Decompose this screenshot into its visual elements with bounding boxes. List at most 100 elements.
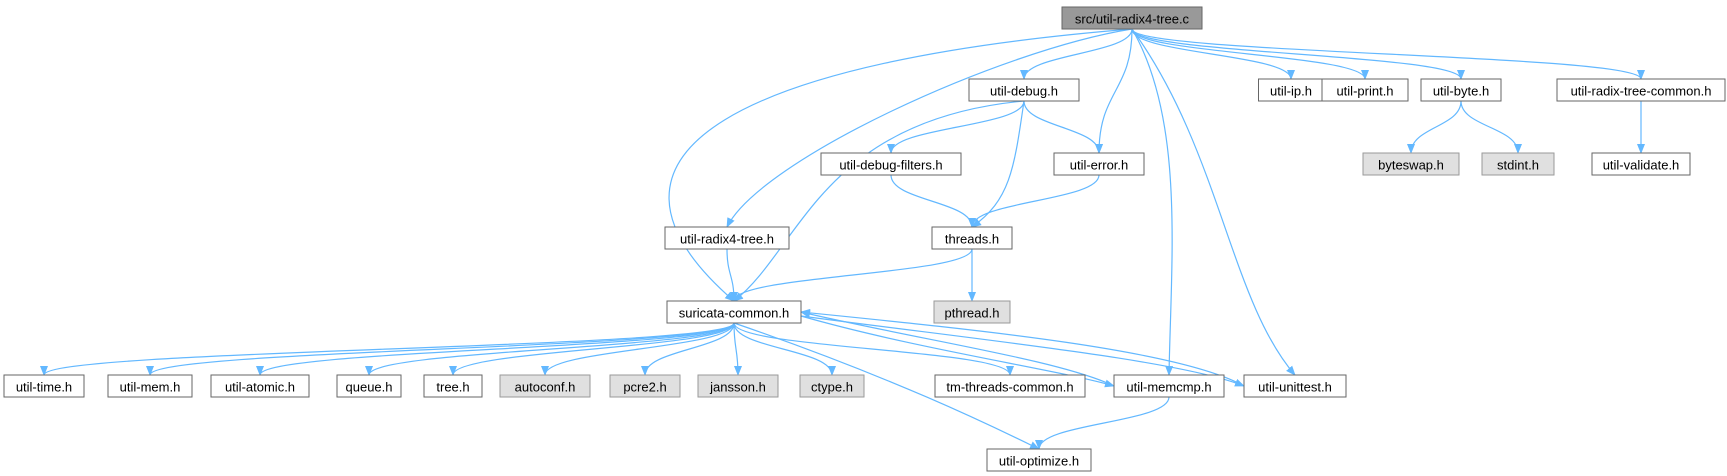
- node-label-byteswap: byteswap.h: [1378, 158, 1444, 173]
- node-box-unittest: [1243, 374, 1347, 398]
- node-ip[interactable]: util-ip.h: [1258, 78, 1324, 102]
- node-box-mem: [107, 374, 193, 398]
- node-box-time: [3, 374, 85, 398]
- edge-threads-to-suricata: [730, 248, 973, 302]
- dependency-edges: [40, 28, 1645, 450]
- node-validate[interactable]: util-validate.h: [1591, 152, 1691, 176]
- node-stdint: stdint.h: [1481, 152, 1555, 176]
- node-queue[interactable]: queue.h: [336, 374, 402, 398]
- edge-root-to-error: [1095, 28, 1133, 154]
- node-label-optimize: util-optimize.h: [999, 454, 1079, 469]
- node-label-dfilters: util-debug-filters.h: [839, 158, 942, 173]
- edge-suricata-to-atomic: [256, 322, 735, 376]
- node-rtcommon[interactable]: util-radix-tree-common.h: [1556, 78, 1726, 102]
- node-time[interactable]: util-time.h: [3, 374, 85, 398]
- node-suricata[interactable]: suricata-common.h: [666, 300, 802, 324]
- edge-suricata-to-mem: [146, 322, 735, 376]
- node-label-error: util-error.h: [1070, 158, 1129, 173]
- node-label-ctype: ctype.h: [811, 380, 853, 395]
- node-root[interactable]: src/util-radix4-tree.c: [1061, 6, 1203, 30]
- node-label-root: src/util-radix4-tree.c: [1075, 12, 1190, 27]
- edge-suricata-to-queue: [365, 322, 735, 376]
- edge-root-to-print: [1131, 28, 1369, 80]
- edge-suricata-to-optimize: [733, 322, 1040, 450]
- node-unittest[interactable]: util-unittest.h: [1243, 374, 1347, 398]
- node-byte[interactable]: util-byte.h: [1420, 78, 1502, 102]
- node-box-atomic: [210, 374, 310, 398]
- edge-root-to-radix4h: [726, 28, 1133, 228]
- node-tmthreads[interactable]: tm-threads-common.h: [934, 374, 1086, 398]
- edge-error-to-threads: [968, 174, 1100, 228]
- node-box-byteswap: [1362, 152, 1460, 176]
- node-box-pthread: [933, 300, 1011, 324]
- edge-suricata-to-tree: [449, 322, 735, 376]
- node-error[interactable]: util-error.h: [1053, 152, 1145, 176]
- node-box-radix4h: [664, 226, 790, 250]
- node-debug[interactable]: util-debug.h: [968, 78, 1080, 102]
- node-box-print: [1321, 78, 1409, 102]
- node-label-jansson: jansson.h: [709, 380, 766, 395]
- node-label-queue: queue.h: [346, 380, 393, 395]
- node-label-threads: threads.h: [945, 232, 999, 247]
- node-mem[interactable]: util-mem.h: [107, 374, 193, 398]
- file-nodes: src/util-radix4-tree.c util-debug.h util-i…: [3, 6, 1726, 472]
- node-label-ip: util-ip.h: [1270, 84, 1312, 99]
- node-box-error: [1053, 152, 1145, 176]
- node-box-rtcommon: [1556, 78, 1726, 102]
- node-optimize[interactable]: util-optimize.h: [986, 448, 1092, 472]
- edge-memcmp-to-optimize: [1035, 396, 1170, 450]
- node-label-memcmp: util-memcmp.h: [1126, 380, 1211, 395]
- node-box-queue: [336, 374, 402, 398]
- node-label-mem: util-mem.h: [120, 380, 181, 395]
- node-box-autoconf: [499, 374, 591, 398]
- node-label-time: util-time.h: [16, 380, 72, 395]
- node-label-pcre2: pcre2.h: [623, 380, 666, 395]
- edge-root-to-ip: [1131, 28, 1295, 80]
- node-box-suricata: [666, 300, 802, 324]
- node-box-ctype: [799, 374, 865, 398]
- node-tree[interactable]: tree.h: [423, 374, 483, 398]
- node-box-optimize: [986, 448, 1092, 472]
- node-print[interactable]: util-print.h: [1321, 78, 1409, 102]
- edge-debug-to-dfilters: [887, 100, 1025, 154]
- node-box-dfilters: [820, 152, 962, 176]
- edge-root-to-byte: [1131, 28, 1465, 80]
- node-label-tmthreads: tm-threads-common.h: [946, 380, 1073, 395]
- edge-byte-to-stdint: [1460, 100, 1522, 154]
- node-byteswap: byteswap.h: [1362, 152, 1460, 176]
- node-atomic[interactable]: util-atomic.h: [210, 374, 310, 398]
- node-box-threads: [931, 226, 1013, 250]
- node-label-byte: util-byte.h: [1433, 84, 1489, 99]
- node-label-atomic: util-atomic.h: [225, 380, 295, 395]
- edge-root-to-memcmp: [1131, 28, 1174, 376]
- node-jansson: jansson.h: [697, 374, 779, 398]
- edge-root-to-unittest: [1131, 28, 1296, 376]
- node-label-rtcommon: util-radix-tree-common.h: [1571, 84, 1712, 99]
- edge-suricata-to-tmthreads: [733, 322, 1014, 376]
- node-threads[interactable]: threads.h: [931, 226, 1013, 250]
- node-label-pthread: pthread.h: [945, 306, 1000, 321]
- node-label-radix4h: util-radix4-tree.h: [680, 232, 774, 247]
- node-label-tree: tree.h: [436, 380, 469, 395]
- edge-suricata-to-pcre2: [641, 322, 735, 376]
- node-box-pcre2: [609, 374, 681, 398]
- edge-suricata-to-time: [40, 322, 735, 376]
- node-box-jansson: [697, 374, 779, 398]
- edge-suricata-to-autoconf: [541, 322, 735, 376]
- node-dfilters[interactable]: util-debug-filters.h: [820, 152, 962, 176]
- edge-memcmp-to-suricata: [800, 310, 1115, 387]
- node-pcre2: pcre2.h: [609, 374, 681, 398]
- node-label-print: util-print.h: [1336, 84, 1393, 99]
- node-box-debug: [968, 78, 1080, 102]
- edge-root-to-rtcommon: [1131, 28, 1645, 80]
- edge-debug-to-error: [1023, 100, 1103, 154]
- node-memcmp[interactable]: util-memcmp.h: [1113, 374, 1225, 398]
- node-box-validate: [1591, 152, 1691, 176]
- node-radix4h[interactable]: util-radix4-tree.h: [664, 226, 790, 250]
- node-label-unittest: util-unittest.h: [1258, 380, 1332, 395]
- node-label-stdint: stdint.h: [1497, 158, 1539, 173]
- edge-byte-to-byteswap: [1407, 100, 1462, 154]
- edge-suricata-to-ctype: [733, 322, 836, 376]
- edge-suricata-to-jansson: [733, 322, 742, 376]
